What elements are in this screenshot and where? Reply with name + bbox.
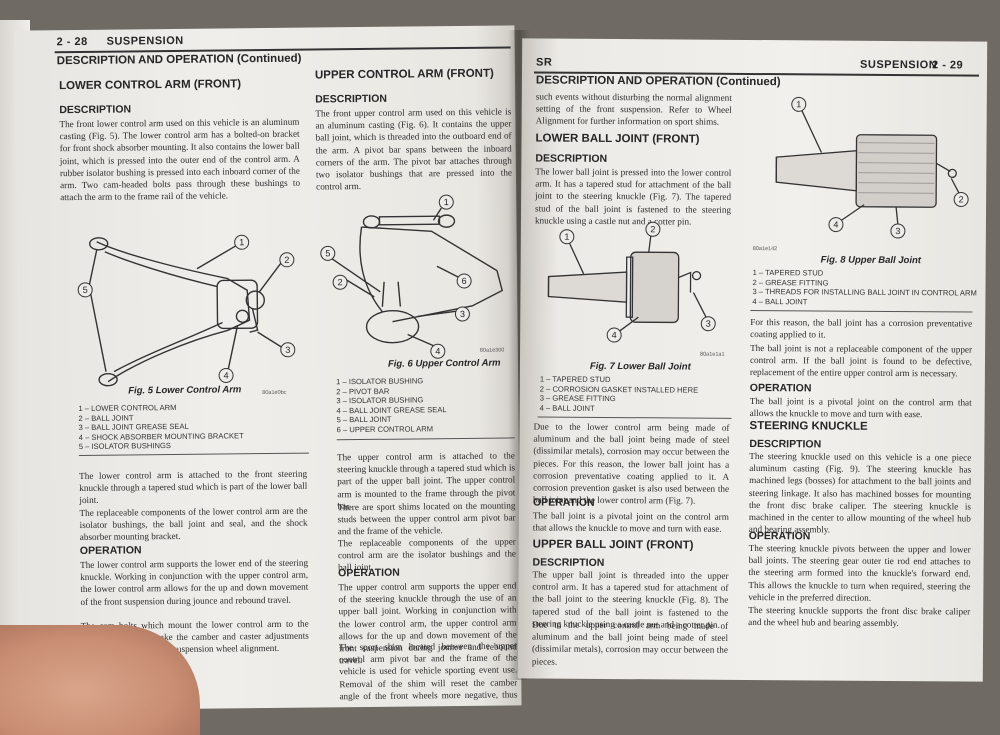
svg-text:6: 6 — [462, 276, 467, 286]
fig7-legend: 1 – TAPERED STUD 2 – CORROSION GASKET IN… — [540, 375, 699, 414]
svg-text:3: 3 — [706, 319, 711, 329]
fig8-upper-ball-joint-diagram: 1 2 3 4 — [746, 92, 977, 244]
svg-text:5: 5 — [83, 285, 88, 295]
upper-ball-joint-description-heading: DESCRIPTION — [533, 556, 605, 569]
svg-text:1: 1 — [564, 232, 569, 242]
upper-arm-shims-text: There are sport shims located on the mou… — [337, 499, 515, 537]
fig5-legend-item: 5 – ISOLATOR BUSHINGS — [79, 441, 244, 452]
svg-text:1: 1 — [796, 99, 801, 109]
left-page: 2 - 28 SUSPENSION DESCRIPTION AND OPERAT… — [14, 25, 521, 710]
lower-arm-components-text: The replaceable components of the lower … — [79, 505, 307, 544]
upper-arm-sport-shim-text: The sport shim located between the upper… — [339, 639, 518, 701]
fig6-upper-control-arm-diagram: 1 2 3 4 5 6 — [321, 185, 513, 367]
fig7-legend-item: 1 – TAPERED STUD — [540, 375, 698, 386]
lower-arm-operation-heading: OPERATION — [80, 544, 142, 557]
svg-text:3: 3 — [895, 226, 900, 236]
svg-text:2: 2 — [284, 255, 289, 265]
upper-arm-operation-heading: OPERATION — [338, 567, 400, 580]
lower-ball-joint-description-heading: DESCRIPTION — [535, 152, 607, 165]
fig7-legend-item: 4 – BALL JOINT — [540, 403, 698, 414]
svg-text:4: 4 — [224, 370, 229, 380]
fig8-legend-item: 4 – BALL JOINT — [752, 297, 976, 308]
svg-text:2: 2 — [338, 277, 343, 287]
lower-ball-joint-operation-heading: OPERATION — [533, 496, 595, 508]
svg-text:1: 1 — [444, 197, 449, 207]
svg-text:2: 2 — [650, 224, 655, 234]
steering-knuckle-operation-heading: OPERATION — [749, 530, 811, 542]
fig7-divider — [538, 417, 732, 419]
right-page: SR SUSPENSION 2 - 29 DESCRIPTION AND OPE… — [518, 38, 987, 681]
steering-knuckle-operation-text: The steering knuckle pivots between the … — [748, 542, 970, 605]
svg-text:2: 2 — [959, 194, 964, 204]
upper-arm-description-heading: DESCRIPTION — [315, 93, 387, 106]
continued-title-right: DESCRIPTION AND OPERATION (Continued) — [536, 74, 781, 88]
fig8-caption: Fig. 8 Upper Ball Joint — [821, 254, 921, 266]
fig6-code: 80a1e300 — [480, 348, 505, 354]
fig8-legend: 1 – TAPERED STUD 2 – GREASE FITTING 3 – … — [752, 268, 977, 308]
page-code-right: SR — [536, 56, 552, 68]
upper-ball-joint-corrosion-text: Due to the upper control arm being made … — [532, 618, 728, 668]
fig6-legend-item: 4 – BALL JOINT GREASE SEAL — [336, 405, 446, 416]
svg-text:4: 4 — [435, 346, 440, 356]
fig8-divider — [750, 310, 972, 313]
upper-ball-joint-replacement-text: The ball joint is not a replaceable comp… — [750, 342, 972, 380]
page-number-left: 2 - 28 — [57, 36, 88, 48]
fig6-legend: 1 – ISOLATOR BUSHING 2 – PIVOT BAR 3 – I… — [336, 376, 447, 435]
sport-shim-continued-text: such events without disturbing the norma… — [536, 90, 732, 128]
fig5-lower-control-arm-diagram: 1 2 3 4 5 — [76, 220, 308, 392]
steering-knuckle-description-heading: DESCRIPTION — [749, 438, 821, 451]
steering-knuckle-title: STEERING KNUCKLE — [749, 420, 867, 433]
continued-title-left: DESCRIPTION AND OPERATION (Continued) — [57, 53, 302, 68]
upper-ball-joint-title: UPPER BALL JOINT (FRONT) — [533, 538, 694, 551]
lower-ball-joint-title: LOWER BALL JOINT (FRONT) — [535, 132, 699, 145]
svg-text:4: 4 — [833, 220, 838, 230]
lower-arm-attachment-text: The lower control arm is attached to the… — [79, 468, 307, 507]
svg-text:3: 3 — [285, 345, 290, 355]
lower-ball-joint-operation-text: The ball joint is a pivotal joint on the… — [533, 509, 729, 535]
fig6-divider — [337, 437, 515, 440]
upper-control-arm-title: UPPER CONTROL ARM (FRONT) — [315, 68, 494, 82]
svg-text:1: 1 — [239, 237, 244, 247]
fig5-code: 80a1e0bc — [262, 390, 286, 396]
svg-text:3: 3 — [460, 309, 465, 319]
fig5-caption: Fig. 5 Lower Control Arm — [128, 384, 241, 396]
upper-arm-description-text: The front upper control arm used on this… — [315, 105, 512, 192]
fig7-lower-ball-joint-diagram: 1 2 3 4 — [538, 217, 734, 348]
upper-ball-joint-operation-text: The ball joint is a pivotal joint on the… — [750, 395, 972, 421]
fig5-legend: 1 – LOWER CONTROL ARM 2 – BALL JOINT 3 –… — [78, 402, 243, 452]
fig7-code: 80a1e1a1 — [700, 352, 725, 358]
svg-text:4: 4 — [612, 330, 617, 340]
lower-ball-joint-corrosion-text: Due to the lower control arm being made … — [533, 420, 730, 507]
section-header-left: SUSPENSION — [107, 35, 184, 48]
steering-knuckle-description-text: The steering knuckle used on this vehicl… — [749, 450, 972, 537]
fig8-code: 80a1e142 — [753, 246, 778, 252]
upper-ball-joint-operation-heading: OPERATION — [750, 382, 812, 394]
steering-knuckle-support-text: The steering knuckle supports the front … — [748, 604, 970, 630]
svg-text:5: 5 — [325, 248, 330, 258]
lower-control-arm-title: LOWER CONTROL ARM (FRONT) — [59, 78, 241, 92]
section-header-right: SUSPENSION — [860, 59, 937, 72]
lower-arm-operation-text: The lower control arm supports the lower… — [80, 557, 308, 608]
fig6-caption: Fig. 6 Upper Control Arm — [388, 358, 501, 370]
upper-ball-joint-coating-text: For this reason, the ball joint has a co… — [750, 316, 972, 342]
fig6-legend-item: 6 – UPPER CONTROL ARM — [337, 424, 447, 435]
fig7-caption: Fig. 7 Lower Ball Joint — [590, 361, 691, 373]
fig5-divider — [79, 453, 309, 456]
lower-arm-description-heading: DESCRIPTION — [59, 103, 131, 116]
lower-arm-description-text: The front lower control arm used on this… — [59, 116, 300, 204]
page-number-right: 2 - 29 — [932, 59, 963, 71]
